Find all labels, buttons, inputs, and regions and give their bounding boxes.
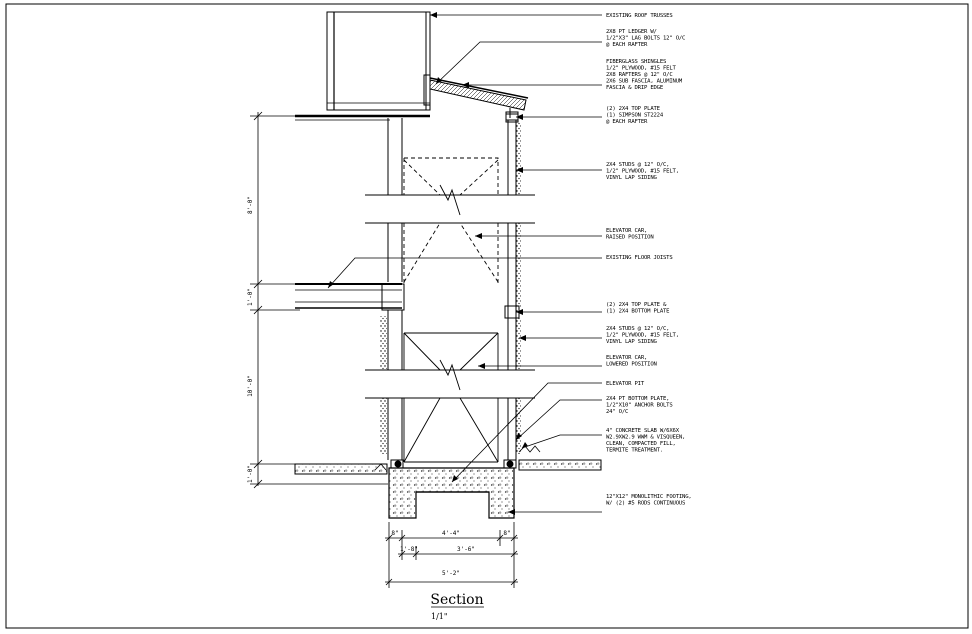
note-pit: ELEVATOR PIT	[606, 381, 645, 387]
dim-5ft-2in: 5'-2"	[442, 570, 460, 577]
note-roof-trusses: EXISTING ROOF TRUSSES	[606, 13, 673, 19]
note-bottom-plate: 2X4 PT BOTTOM PLATE, 1/2"X10" ANCHOR BOL…	[606, 396, 676, 415]
dim-4ft-4in: 4'-4"	[442, 530, 460, 537]
slab-and-grade	[294, 445, 602, 475]
dim-8in-left: 8"	[391, 530, 398, 537]
horizontal-dimension-labels: 8" 4'-4" 8" 1'-8" 3'-6" 5'-2"	[391, 530, 510, 577]
roof-assembly	[429, 77, 529, 121]
note-slab: 4" CONCRETE SLAB W/6X6X W2.9XW2.9 WWM & …	[606, 428, 688, 454]
note-roofing: FIBERGLASS SHINGLES 1/2" PLYWOOD, #15 FE…	[606, 59, 685, 91]
elevator-car-raised	[403, 157, 499, 284]
vertical-dimension-labels: 8'-0" 1'-0" 10'-0" 1'-0"	[247, 196, 254, 483]
leader-arrowheads	[328, 12, 528, 515]
note-car-lowered: ELEVATOR CAR, LOWERED POSITION	[606, 355, 657, 368]
note-studs-upper: 2X4 STUDS @ 12" O/C, 1/2" PLYWOOD, #15 F…	[606, 162, 682, 181]
note-top-plate-upper: (2) 2X4 TOP PLATE (1) SIMPSON ST2224 @ E…	[606, 106, 666, 125]
note-footing: 12"X12" MONOLITHIC FOOTING, W/ (2) #5 RO…	[606, 494, 695, 507]
existing-floor	[295, 283, 402, 309]
construction-notes: EXISTING ROOF TRUSSES 2X8 PT LEDGER W/ 1…	[606, 13, 695, 507]
note-car-raised: ELEVATOR CAR, RAISED POSITION	[606, 228, 654, 241]
footing-and-pit	[388, 459, 517, 519]
dim-8in-right: 8"	[503, 530, 510, 537]
existing-house-structure	[295, 11, 431, 121]
vertical-dimension-string	[250, 111, 388, 489]
dim-1ft-lower: 1'-0"	[247, 465, 254, 483]
horizontal-dimension-strings	[385, 522, 518, 588]
shaft-walls	[365, 113, 535, 460]
drawing-title: Section	[430, 592, 483, 608]
note-floor-joists: EXISTING FLOOR JOISTS	[606, 255, 673, 261]
drawing-scale: 1/1"	[431, 612, 448, 621]
leader-lines	[327, 14, 602, 513]
dim-10ft: 10'-0"	[247, 375, 254, 397]
note-studs-lower: 2X4 STUDS @ 12" O/C, 1/2" PLYWOOD, #15 F…	[606, 326, 682, 345]
note-ledger: 2X8 PT LEDGER W/ 1/2"X3" LAG BOLTS 12" O…	[606, 29, 688, 48]
dim-1ft-upper: 1'-0"	[247, 288, 254, 306]
dim-3ft-6in: 3'-6"	[457, 546, 475, 553]
sheet-border	[5, 3, 969, 629]
note-plates-mid: (2) 2X4 TOP PLATE & (1) 2X4 BOTTOM PLATE	[606, 302, 670, 315]
dim-1ft-8in: 1'-8"	[400, 546, 418, 553]
dim-8ft: 8'-0"	[247, 196, 254, 214]
elevator-car-lowered	[403, 332, 499, 463]
